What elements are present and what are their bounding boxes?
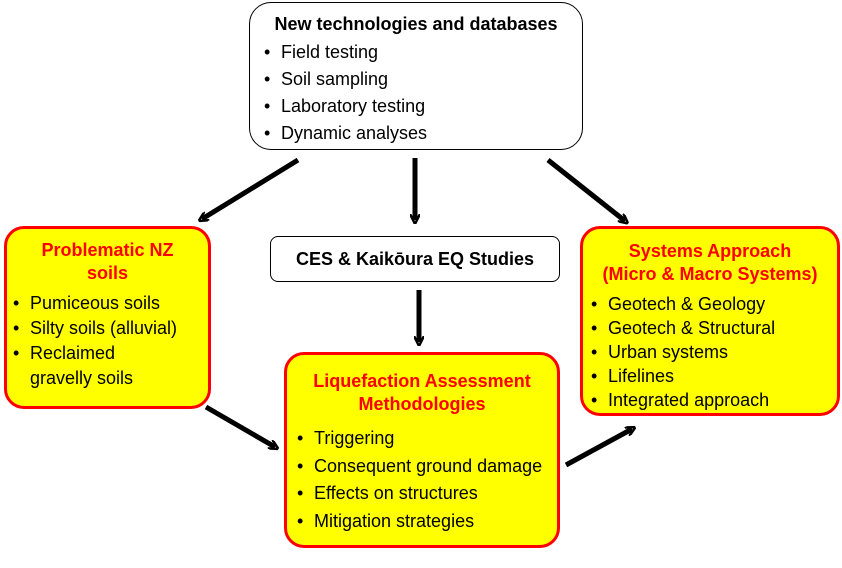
- list-item: Reclaimed gravelly soils: [8, 341, 180, 391]
- arrow-center-to-right: [564, 429, 632, 468]
- list-item: Effects on structures: [292, 480, 542, 508]
- new-technologies-title: New technologies and databases: [274, 14, 558, 34]
- arrow-top-to-right: [546, 158, 625, 221]
- list-item: Geotech & Structural: [586, 316, 775, 340]
- problematic-soils-list: Pumiceous soils Silty soils (alluvial) R…: [8, 291, 180, 391]
- list-item: Triggering: [292, 425, 542, 453]
- systems-approach-title-line1: Systems Approach: [628, 241, 792, 261]
- list-item: Mitigation strategies: [292, 508, 542, 536]
- liquefaction-list: Triggering Consequent ground damage Effe…: [292, 425, 542, 535]
- list-item: Consequent ground damage: [292, 453, 542, 481]
- list-item: Urban systems: [586, 340, 775, 364]
- list-item: Pumiceous soils: [8, 291, 180, 316]
- list-item: Integrated approach: [586, 388, 775, 412]
- liquefaction-title-line2: Methodologies: [358, 394, 486, 414]
- ces-kaikoura-box: CES & Kaikōura EQ Studies: [270, 236, 560, 282]
- liquefaction-title-line1: Liquefaction Assessment: [313, 371, 531, 391]
- list-item: Laboratory testing: [259, 93, 427, 120]
- new-technologies-list: Field testing Soil sampling Laboratory t…: [259, 39, 427, 147]
- new-technologies-box: New technologies and databases Field tes…: [249, 2, 583, 150]
- list-item: Lifelines: [586, 364, 775, 388]
- systems-approach-box: Systems Approach (Micro & Macro Systems)…: [580, 226, 840, 416]
- problematic-soils-box: Problematic NZ soils Pumiceous soils Sil…: [4, 226, 211, 409]
- systems-approach-list: Geotech & Geology Geotech & Structural U…: [586, 292, 775, 412]
- problematic-soils-title-line1: Problematic NZ: [41, 240, 174, 260]
- list-item: Field testing: [259, 39, 427, 66]
- arrow-top-to-left: [202, 157, 300, 219]
- arrow-left-to-center: [204, 404, 275, 447]
- list-item: Soil sampling: [259, 66, 427, 93]
- ces-kaikoura-title: CES & Kaikōura EQ Studies: [295, 249, 535, 269]
- systems-approach-title-line2: (Micro & Macro Systems): [602, 264, 818, 284]
- list-item: Dynamic analyses: [259, 120, 427, 147]
- liquefaction-assessment-box: Liquefaction Assessment Methodologies Tr…: [284, 352, 560, 548]
- list-item: Silty soils (alluvial): [8, 316, 180, 341]
- problematic-soils-title-line2: soils: [86, 263, 129, 283]
- list-item: Geotech & Geology: [586, 292, 775, 316]
